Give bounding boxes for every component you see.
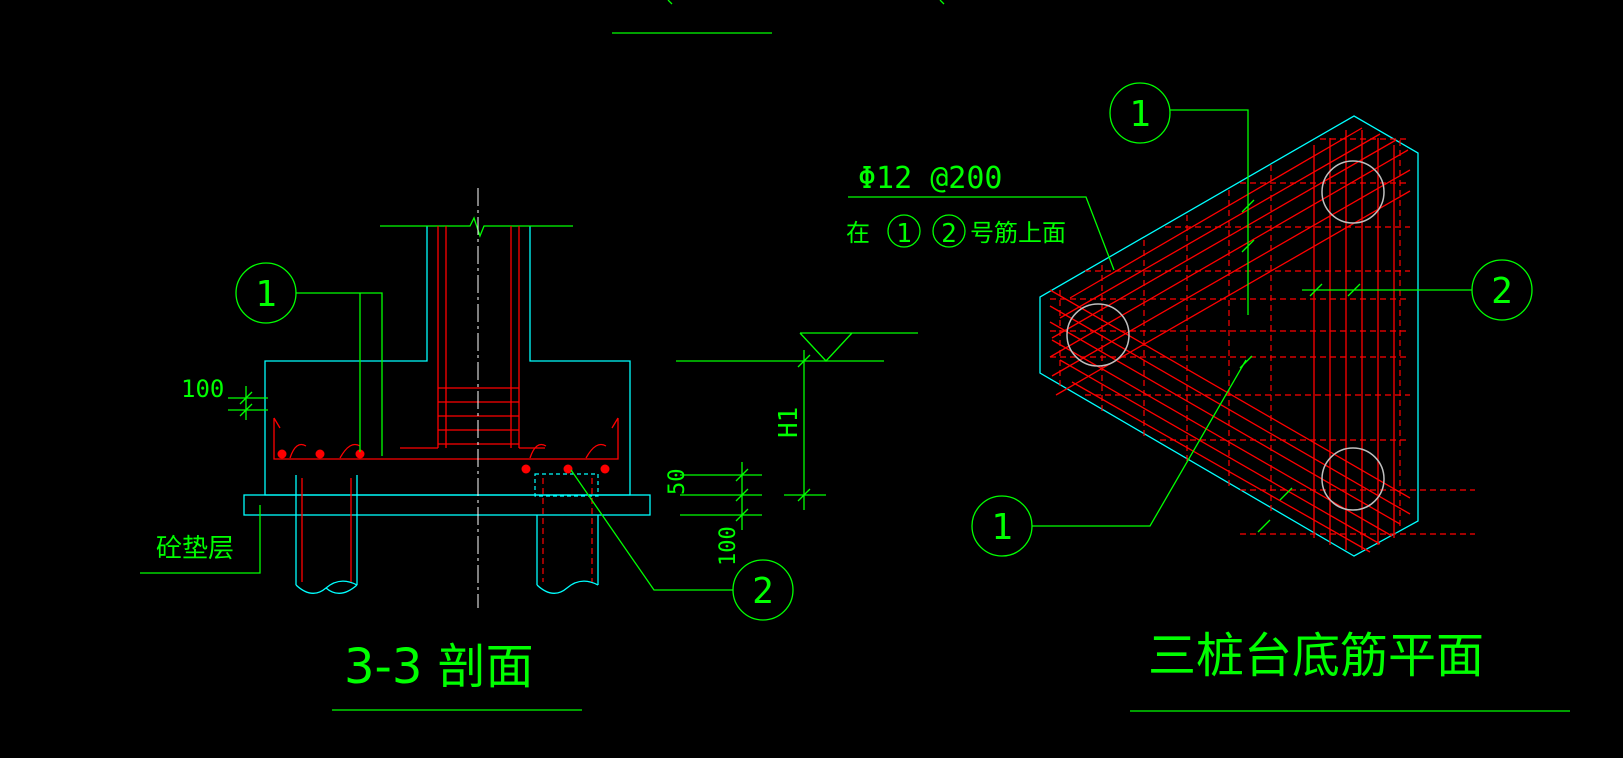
plan-callout-1-top-text: 1 xyxy=(1129,94,1151,135)
section-view-3-3: 1 2 100 砼垫层 50 10 xyxy=(140,188,918,711)
svg-text:H1: H1 xyxy=(774,407,804,438)
diagonal-rebars-down xyxy=(1049,289,1411,553)
cap-outline-plan xyxy=(1039,115,1419,557)
svg-text:100: 100 xyxy=(181,375,224,403)
bottom-main-rebar xyxy=(273,418,619,460)
rebar-dots xyxy=(277,449,610,474)
plan-title: 三桩台底筋平面 xyxy=(1148,628,1484,684)
svg-text:号筋上面: 号筋上面 xyxy=(970,219,1066,247)
vertical-rebars xyxy=(1313,130,1395,550)
left-pile xyxy=(295,475,358,594)
svg-text:1: 1 xyxy=(896,219,912,249)
plan-view-three-pile-cap: Φ12 @200 在 1 2 号筋上面 1 2 1 三桩台底筋平面 xyxy=(846,82,1570,712)
section-callout-1-text: 1 xyxy=(255,274,277,315)
pile-circle-top xyxy=(1321,160,1385,224)
dimension-chain-right: 50 100 H1 xyxy=(665,332,918,566)
column-break-line xyxy=(380,216,573,238)
dashed-rebar-grid xyxy=(1050,138,1475,535)
pile-circle-left xyxy=(1066,303,1130,367)
plan-callout-1-bottom-text: 1 xyxy=(991,507,1013,548)
rebar-spec-label: Φ12 @200 xyxy=(858,161,1003,196)
plan-callout-1-top-circle xyxy=(1109,82,1171,144)
column-rebars xyxy=(400,226,545,449)
diagonal-rebars-up xyxy=(1049,127,1411,396)
rebar-note: 在 1 2 号筋上面 xyxy=(846,214,1066,249)
svg-text:在: 在 xyxy=(846,219,870,247)
pile-circle-bottom xyxy=(1321,447,1385,511)
right-pile xyxy=(534,473,599,594)
section-title: 3-3 剖面 xyxy=(344,639,534,695)
svg-text:100: 100 xyxy=(716,526,741,566)
svg-text:50: 50 xyxy=(665,469,690,496)
dimension-top-cover: 100 xyxy=(181,375,268,420)
section-callout-2-text: 2 xyxy=(752,571,774,612)
svg-text:2: 2 xyxy=(941,219,957,249)
top-partial-title xyxy=(612,0,945,34)
plan-callout-2-right-text: 2 xyxy=(1491,271,1513,312)
cushion-label: 砼垫层 xyxy=(156,534,234,564)
cushion-layer xyxy=(243,494,651,516)
